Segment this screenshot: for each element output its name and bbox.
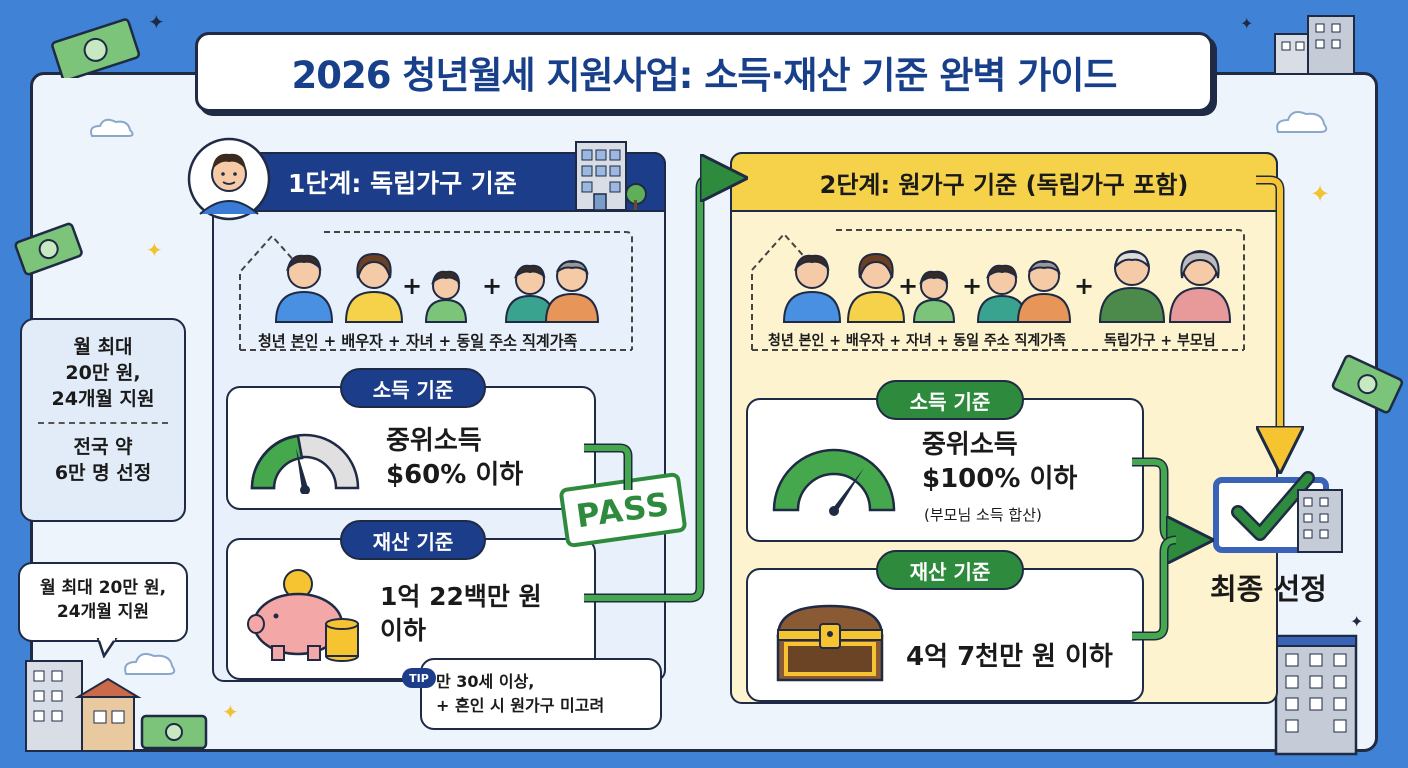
page-title: 2026 청년월세 지원사업: 소득·재산 기준 완벽 가이드 bbox=[195, 32, 1213, 112]
stage1-asset-pill: 재산 기준 bbox=[340, 520, 486, 560]
sparkle-icon: ✦ bbox=[1350, 612, 1364, 631]
income-threshold-line: $60% 이하 bbox=[386, 460, 524, 490]
gauge-icon bbox=[772, 448, 896, 516]
money-icon bbox=[140, 714, 208, 750]
household-label: 청년 본인 + 배우자 + 자녀 + 동일 주소 직계가족 bbox=[258, 332, 578, 350]
sparkle-icon: ✦ bbox=[148, 10, 165, 34]
bubble-line: 월 최대 20만 원, bbox=[39, 578, 167, 598]
stage2-header: 2단계: 원가구 기준 (독립가구 포함) bbox=[730, 152, 1278, 212]
income-threshold-line: 중위소득 bbox=[386, 426, 482, 456]
stage2-income-pill: 소득 기준 bbox=[876, 380, 1024, 420]
tip-line: + 혼인 시 원가구 미고려 bbox=[436, 696, 605, 715]
tip-badge: TIP bbox=[402, 668, 436, 688]
income-threshold-line: $100% 이하 bbox=[922, 464, 1078, 494]
summary-line: 월 최대 bbox=[73, 336, 133, 358]
household-outline bbox=[751, 229, 1245, 351]
building-icon bbox=[25, 660, 142, 752]
family-icon bbox=[782, 250, 1232, 323]
bubble-tail bbox=[96, 638, 118, 658]
summary-line: 6만 명 선정 bbox=[54, 462, 152, 484]
asset-threshold-line: 이하 bbox=[380, 616, 427, 645]
final-selection-icon bbox=[1212, 470, 1343, 554]
gauge-icon bbox=[250, 433, 360, 494]
stage1-header-text: 1단계: 독립가구 기준 bbox=[288, 169, 517, 198]
stage2-asset-pill: 재산 기준 bbox=[876, 550, 1024, 590]
treasure-chest-icon bbox=[776, 604, 884, 682]
household-label: 청년 본인 + 배우자 + 자녀 + 동일 주소 직계가족 bbox=[768, 333, 1067, 349]
cloud-icon bbox=[90, 118, 134, 137]
money-icon bbox=[1331, 354, 1404, 414]
tip-badge-text: TIP bbox=[409, 671, 429, 685]
summary-line: 20만 원, bbox=[65, 362, 141, 384]
sparkle-icon: ✦ bbox=[222, 700, 239, 724]
sparkle-icon: ✦ bbox=[146, 238, 163, 262]
support-summary-card: 월 최대 20만 원, 24개월 지원 전국 약 6만 명 선정 bbox=[20, 318, 186, 522]
sparkle-icon: ✦ bbox=[1240, 14, 1254, 33]
bubble-line: 24개월 지원 bbox=[56, 602, 150, 622]
cloud-icon bbox=[1276, 111, 1328, 133]
plus-icon: + bbox=[898, 272, 919, 300]
family-icon bbox=[274, 252, 600, 323]
income-threshold-line: 중위소득 bbox=[922, 430, 1018, 460]
divider bbox=[38, 422, 168, 424]
tip-bubble: 만 30세 이상, + 혼인 시 원가구 미고려 bbox=[420, 658, 662, 730]
avatar bbox=[187, 137, 271, 221]
cloud-icon bbox=[124, 653, 176, 675]
plus-icon: + bbox=[402, 272, 423, 300]
money-icon bbox=[51, 18, 141, 78]
plus-icon: + bbox=[962, 272, 983, 300]
household-label: 독립가구 + 부모님 bbox=[1104, 333, 1216, 349]
plus-icon: + bbox=[482, 272, 503, 300]
tip-line: 만 30세 이상, bbox=[436, 672, 535, 691]
stage2-header-text: 2단계: 원가구 기준 (독립가구 포함) bbox=[819, 170, 1189, 199]
stage1-income-pill: 소득 기준 bbox=[340, 368, 486, 408]
plus-icon: + bbox=[1074, 272, 1095, 300]
income-note: (부모님 소득 합산) bbox=[924, 506, 1042, 524]
asset-threshold-line: 4억 7천만 원 이하 bbox=[906, 642, 1113, 672]
money-icon bbox=[14, 222, 83, 276]
summary-line: 24개월 지원 bbox=[51, 388, 155, 410]
household-outline bbox=[239, 231, 633, 351]
building-icon bbox=[1274, 15, 1355, 75]
sparkle-icon: ✦ bbox=[1310, 180, 1331, 208]
final-selection-label: 최종 선정 bbox=[1210, 572, 1327, 606]
page-title-text: 2026 청년월세 지원사업: 소득·재산 기준 완벽 가이드 bbox=[291, 54, 1118, 97]
building-icon bbox=[1274, 634, 1358, 756]
summary-line: 전국 약 bbox=[73, 436, 133, 458]
asset-threshold-line: 1억 22백만 원 bbox=[380, 582, 542, 611]
piggy-bank-icon bbox=[247, 569, 359, 662]
building-icon bbox=[575, 141, 647, 211]
